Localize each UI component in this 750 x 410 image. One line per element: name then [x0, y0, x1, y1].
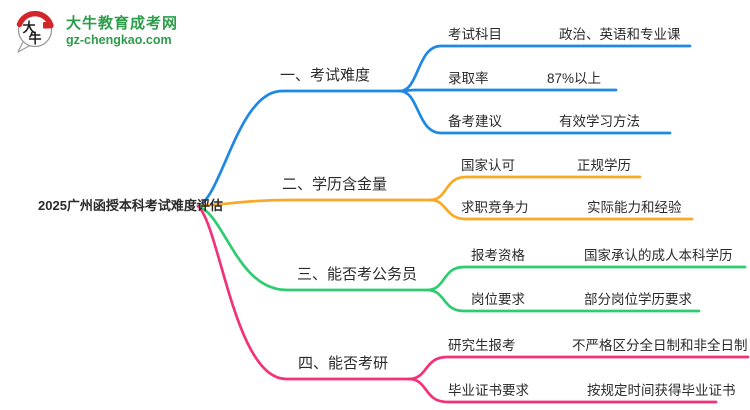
- daniu-bubble-icon: 大 牛: [16, 10, 54, 53]
- node-value: 有效学习方法: [559, 114, 640, 129]
- branch-1-fork-bottom-line: [398, 89, 672, 135]
- icon-char-niu: 牛: [29, 31, 42, 47]
- branch-2-main-line: [196, 198, 432, 208]
- branch-2-fork-bottom-line: [428, 198, 694, 221]
- branch-1-fork-mid-line: [398, 88, 618, 93]
- node-value: 国家承认的成人本科学历: [584, 248, 733, 263]
- node-value: 正规学历: [577, 158, 631, 173]
- logo: 大 牛 大牛教育成考网 gz-chengkao.com: [14, 9, 178, 55]
- node-label: 报考资格: [471, 248, 525, 263]
- branch-3-fork-bottom-line: [425, 288, 701, 313]
- branch-4-label: 四、能否考研: [298, 355, 389, 372]
- brand-domain: gz-chengkao.com: [66, 33, 172, 48]
- node-label: 毕业证书要求: [448, 383, 529, 398]
- brand-text-block: 大牛教育成考网 gz-chengkao.com: [66, 14, 179, 48]
- node-label: 国家认可: [461, 158, 515, 173]
- branch-2-label: 二、学历含金量: [282, 176, 388, 193]
- branch-1-label: 一、考试难度: [280, 67, 371, 84]
- node-label: 考试科目: [448, 27, 502, 42]
- node-label: 求职竞争力: [461, 200, 529, 215]
- branch-3-fork-top-line: [425, 265, 747, 292]
- root-node: 2025广州函授本科考试难度评估: [38, 198, 223, 213]
- brand-name: 大牛教育成考网: [66, 14, 179, 32]
- node-label: 岗位要求: [471, 292, 525, 307]
- branch-4-fork-top-line: [407, 355, 750, 381]
- red-seal-shape: [43, 22, 50, 29]
- red-cap-shape: [16, 10, 54, 29]
- node-value: 87%以上: [547, 71, 602, 86]
- branch-4-main-line: [196, 204, 411, 381]
- node-value: 实际能力和经验: [587, 200, 682, 215]
- branch-4-fork-bottom-line: [407, 377, 718, 404]
- node-value: 部分岗位学历要求: [584, 292, 692, 307]
- branch-2-fork-top-line: [428, 175, 642, 202]
- branch-3-main-line: [196, 204, 429, 292]
- node-label: 研究生报考: [448, 338, 516, 353]
- node-value: 政治、英语和专业课: [559, 27, 681, 42]
- branch-1-fork-top-line: [398, 44, 692, 93]
- branch-3-label: 三、能否考公务员: [297, 266, 418, 283]
- icon-char-da: 大: [23, 20, 36, 36]
- branch-1-main-line: [196, 89, 402, 208]
- node-value: 按规定时间获得毕业证书: [587, 383, 736, 398]
- node-label: 录取率: [448, 71, 489, 86]
- node-label: 备考建议: [448, 114, 502, 129]
- node-value: 不严格区分全日制和非全日制: [572, 338, 748, 353]
